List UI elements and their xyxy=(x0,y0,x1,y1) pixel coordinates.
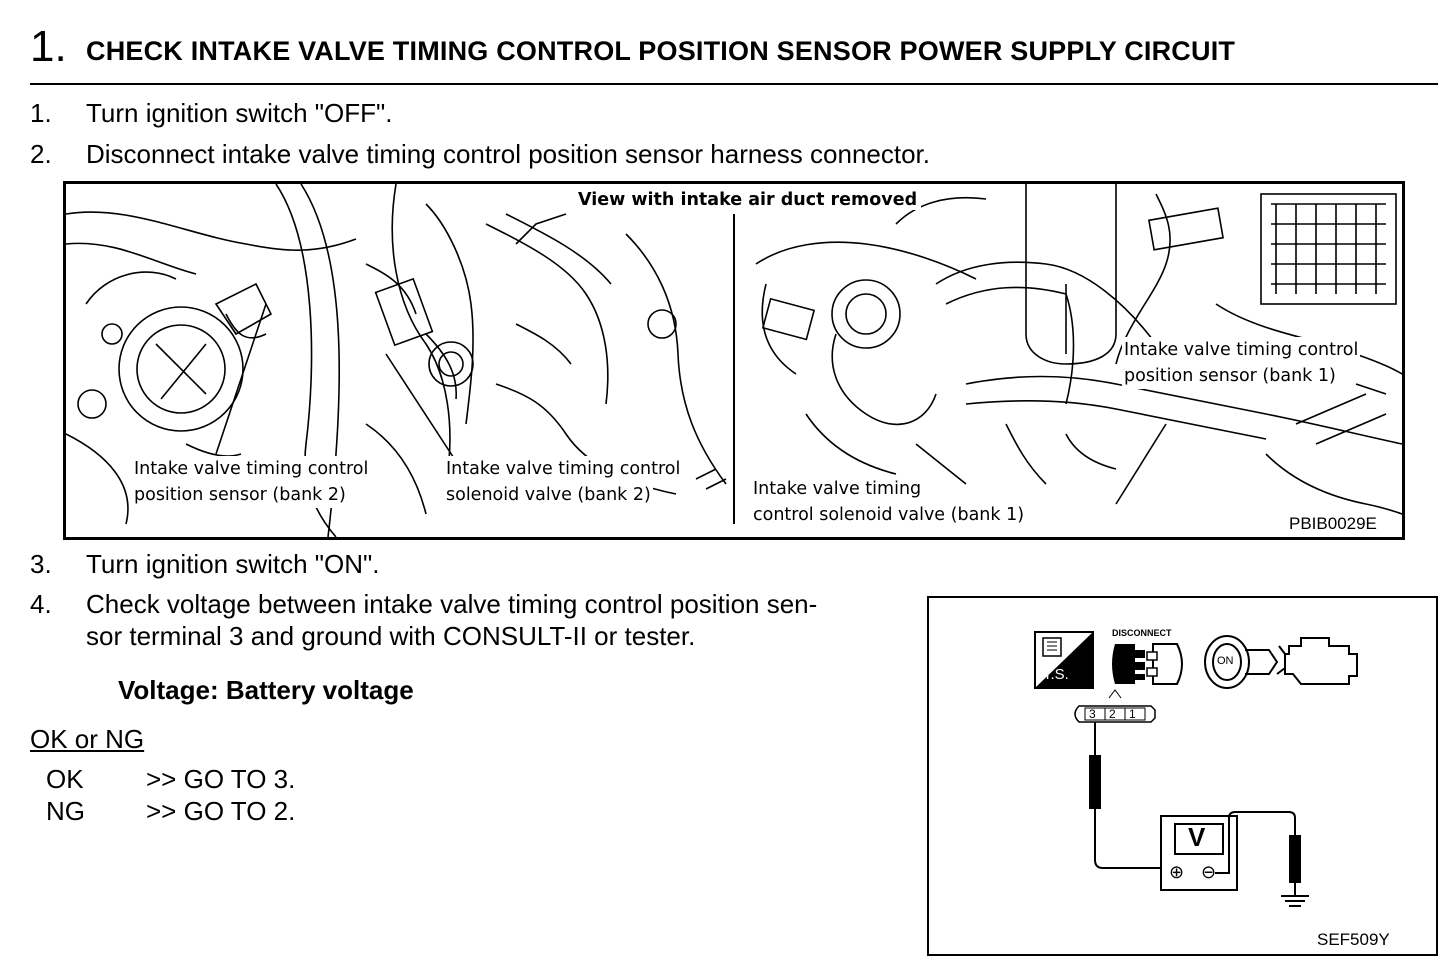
terminal-1: 1 xyxy=(1129,707,1136,721)
plus-terminal: ⊕ xyxy=(1169,862,1185,883)
step-title: CHECK INTAKE VALVE TIMING CONTROL POSITI… xyxy=(86,36,1236,66)
minus-terminal: ⊖ xyxy=(1201,862,1217,883)
engine-icon xyxy=(1276,637,1358,685)
step-3-number: 3. xyxy=(30,549,52,579)
heading-rule xyxy=(30,83,1438,85)
label-solenoid-bank2-line2: solenoid valve (bank 2) xyxy=(444,482,653,508)
step-4-number: 4. xyxy=(30,589,52,619)
label-solenoid-bank1-line2: control solenoid valve (bank 1) xyxy=(751,502,1027,528)
result-ok-action: >> GO TO 3. xyxy=(146,764,296,794)
label-solenoid-bank1-line1: Intake valve timing xyxy=(751,476,924,502)
figure2-code: SEF509Y xyxy=(1317,930,1390,949)
step-4-text-line1: Check voltage between intake valve timin… xyxy=(86,589,818,619)
disconnect-label: DISCONNECT xyxy=(1112,628,1172,638)
figure-header: View with intake air duct removed xyxy=(574,190,922,210)
terminal-3: 3 xyxy=(1089,707,1096,721)
label-sensor-bank2-line2: position sensor (bank 2) xyxy=(132,482,348,508)
engine-bay-figure: View with intake air duct removed Intake… xyxy=(63,181,1405,540)
step-number: 1. xyxy=(30,22,67,71)
step-2-number: 2. xyxy=(30,139,52,169)
ok-ng-heading: OK or NG xyxy=(30,724,145,754)
step-2-text: Disconnect intake valve timing control p… xyxy=(86,139,930,169)
ignition-on-label: ON xyxy=(1217,655,1234,667)
label-solenoid-bank2-line1: Intake valve timing control xyxy=(444,456,683,482)
voltage-check-figure: T.S. DISCONNECT ON 3 2 1 V ⊕ ⊖ SEF509Y xyxy=(927,596,1438,956)
step-1-number: 1. xyxy=(30,98,52,128)
voltage-spec: Voltage: Battery voltage xyxy=(118,675,414,705)
terminal-connector xyxy=(1074,689,1156,723)
disconnect-icon xyxy=(1112,643,1183,685)
terminal-2: 2 xyxy=(1109,707,1116,721)
ts-label: T.S. xyxy=(1043,666,1069,683)
result-ng-status: NG xyxy=(46,796,85,826)
probe-wiring xyxy=(1089,722,1309,907)
step-3-text: Turn ignition switch "ON". xyxy=(86,549,380,579)
ts-icon xyxy=(1034,631,1094,689)
result-ng-action: >> GO TO 2. xyxy=(146,796,296,826)
label-sensor-bank2-line1: Intake valve timing control xyxy=(132,456,371,482)
label-sensor-bank1-line2: position sensor (bank 1) xyxy=(1122,363,1338,389)
engine-bay-drawing xyxy=(66,184,1402,537)
voltage-check-drawing xyxy=(1034,631,1358,907)
result-ok-status: OK xyxy=(46,764,84,794)
label-sensor-bank1-line1: Intake valve timing control xyxy=(1122,337,1361,363)
ignition-on-icon xyxy=(1204,635,1279,689)
step-4-text-line2: sor terminal 3 and ground with CONSULT-I… xyxy=(86,621,696,651)
step-1-text: Turn ignition switch "OFF". xyxy=(86,98,393,128)
figure-code: PBIB0029E xyxy=(1289,514,1377,533)
voltmeter-label: V xyxy=(1188,822,1206,852)
